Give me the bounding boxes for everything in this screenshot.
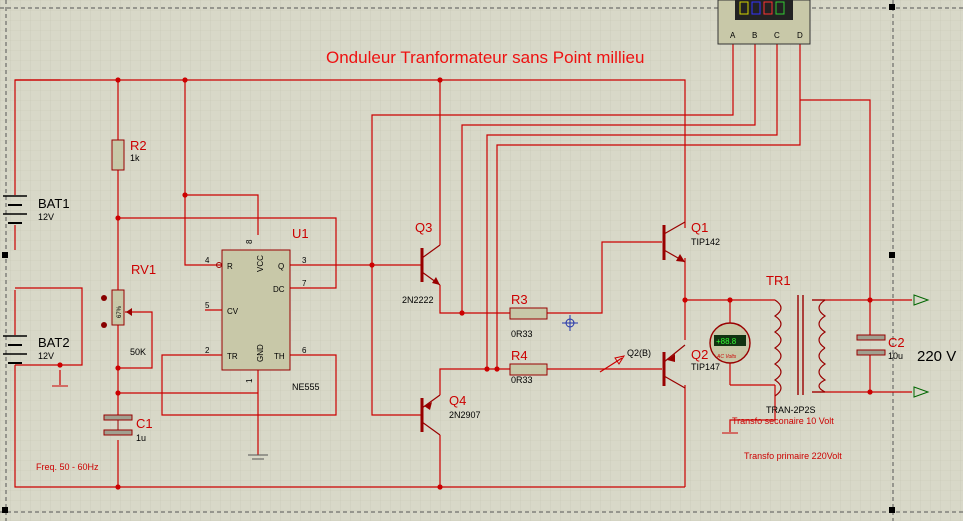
scope-channel-b: B [752, 31, 757, 40]
output-terminal-bottom[interactable] [913, 386, 930, 398]
transistor-q3[interactable] [420, 244, 441, 286]
potentiometer-rv1[interactable] [101, 289, 132, 328]
bat2-value: 12V [38, 351, 54, 361]
c1-value: 1u [136, 433, 146, 443]
u1-pin-th: TH [274, 352, 285, 361]
oscilloscope[interactable] [717, 0, 811, 45]
diagram-title: Onduleur Tranformateur sans Point millie… [326, 48, 644, 67]
transistor-q4[interactable] [420, 394, 441, 436]
u1-pinnum-3: 3 [302, 256, 307, 265]
u1-pin-tr: TR [227, 352, 238, 361]
voltage-probe-q2b[interactable] [599, 355, 626, 373]
battery-bat2[interactable] [3, 335, 27, 364]
crosshair-cursor-icon [562, 315, 578, 331]
u1-pin-vcc: VCC [256, 255, 265, 272]
resistor-r2[interactable] [111, 139, 125, 171]
bat1-value: 12V [38, 212, 54, 222]
q3-ref: Q3 [415, 220, 432, 235]
u1-pinnum-2: 2 [205, 346, 210, 355]
u1-pin-q: Q [278, 262, 284, 271]
capacitor-c2[interactable] [856, 334, 886, 356]
q2-ref: Q2 [691, 347, 708, 362]
r4-value: 0R33 [511, 375, 533, 385]
output-terminal-top[interactable] [913, 294, 930, 306]
u1-pin-gnd: GND [256, 344, 265, 362]
c2-ref: C2 [888, 335, 905, 350]
output-voltage-label: 220 V [917, 348, 956, 365]
r2-value: 1k [130, 153, 140, 163]
bat1-ref: BAT1 [38, 196, 70, 211]
rv1-ref: RV1 [131, 262, 156, 277]
u1-pinnum-6: 6 [302, 346, 307, 355]
u1-ref: U1 [292, 226, 309, 241]
u1-pinnum-5: 5 [205, 301, 210, 310]
rv1-wiper: 67% [117, 305, 123, 318]
rv1-value: 50K [130, 347, 146, 357]
wires [14, 42, 912, 488]
note-frequency: Freq. 50 - 60Hz [36, 462, 99, 472]
q4-ref: Q4 [449, 393, 466, 408]
note-primary: Transfo primaire 220Volt [744, 451, 842, 461]
c1-ref: C1 [136, 416, 153, 431]
q1-value: TIP142 [691, 237, 720, 247]
ic-u1-ne555[interactable] [216, 249, 291, 371]
u1-value: NE555 [292, 382, 320, 392]
u1-pinnum-8: 8 [245, 239, 254, 244]
r4-ref: R4 [511, 348, 528, 363]
q2-probe-label: Q2(B) [627, 348, 651, 358]
tr1-ref: TR1 [766, 273, 791, 288]
scope-channel-a: A [730, 31, 736, 40]
u1-pin-dc: DC [273, 285, 285, 294]
battery-bat1[interactable] [3, 195, 27, 224]
r3-ref: R3 [511, 292, 528, 307]
u1-pin-cv: CV [227, 307, 239, 316]
u1-pinnum-4: 4 [205, 256, 210, 265]
bat2-ref: BAT2 [38, 335, 70, 350]
scope-channel-c: C [774, 31, 780, 40]
u1-pin-r: R [227, 262, 233, 271]
q3-value: 2N2222 [402, 295, 434, 305]
q1-ref: Q1 [691, 220, 708, 235]
r3-value: 0R33 [511, 329, 533, 339]
resistor-r4[interactable] [509, 363, 548, 376]
voltmeter-reading: +88.8 [716, 337, 737, 346]
note-secondary: Transfo seconaire 10 Volt [732, 416, 834, 426]
transformer-tr1[interactable] [773, 295, 827, 397]
q4-value: 2N2907 [449, 410, 481, 420]
q2-value: TIP147 [691, 362, 720, 372]
transistor-q2[interactable] [662, 344, 686, 389]
transistor-q1[interactable] [662, 221, 686, 263]
capacitor-c1[interactable] [103, 414, 133, 436]
scope-channel-d: D [797, 31, 803, 40]
ac-voltmeter[interactable] [709, 322, 751, 364]
voltmeter-unit: AC Volts [716, 354, 737, 360]
ground-u1 [248, 454, 268, 460]
resistor-r3[interactable] [509, 307, 548, 320]
u1-pinnum-7: 7 [302, 279, 307, 288]
u1-pinnum-1: 1 [245, 378, 254, 383]
r2-ref: R2 [130, 138, 147, 153]
c2-value: 10u [888, 351, 903, 361]
junctions [57, 77, 873, 490]
tr1-value: TRAN-2P2S [766, 405, 816, 415]
